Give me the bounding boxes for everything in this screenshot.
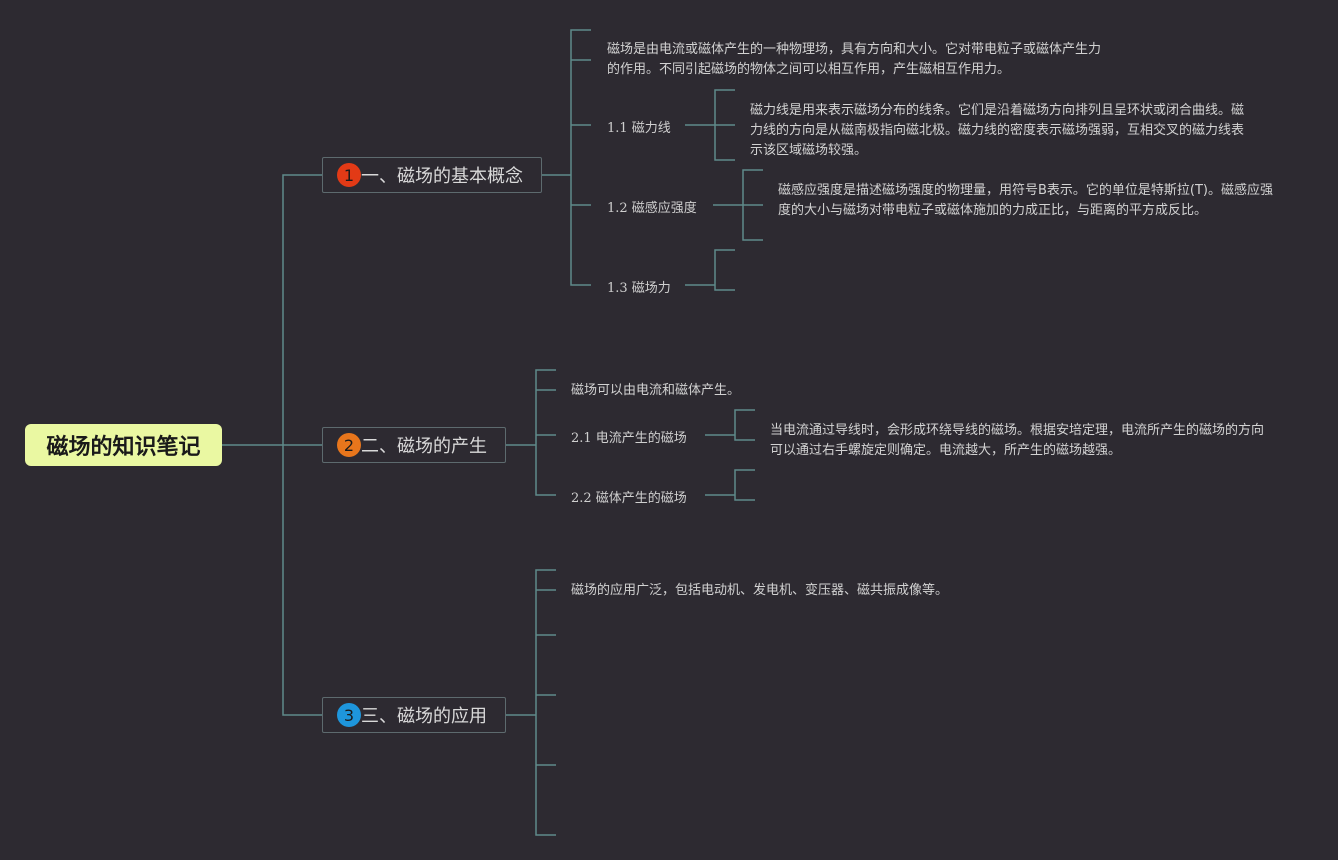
branch-node-basic-concepts[interactable]: 1 一、磁场的基本概念 [322, 157, 542, 193]
branch-label: 二、磁场的产生 [361, 436, 487, 457]
branch-label: 一、磁场的基本概念 [361, 166, 523, 187]
topic-magnetic-lines-text: 磁力线是用来表示磁场分布的线条。它们是沿着磁场方向排列且呈环状或闭合曲线。磁力线… [750, 103, 1245, 158]
connector-b1-bracket [570, 29, 591, 286]
connector-b2-bracket [535, 369, 556, 496]
connector-t22-bracket [734, 469, 755, 501]
branch-number-badge: 1 [337, 163, 361, 187]
connector-t21-bracket [734, 409, 755, 441]
topic-node-magnetic-lines[interactable]: 1.1 磁力线 [607, 121, 671, 136]
root-node[interactable]: 磁场的知识笔记 [25, 424, 222, 466]
topic-node-magnetic-force[interactable]: 1.3 磁场力 [607, 281, 671, 296]
branch-1-intro: 磁场是由电流或磁体产生的一种物理场，具有方向和大小。它对带电粒子或磁体产生力的作… [607, 42, 1102, 77]
topic-node-flux-density[interactable]: 1.2 磁感应强度 [607, 201, 697, 216]
root-title: 磁场的知识笔记 [46, 435, 201, 460]
connector-b3-bracket [535, 569, 556, 836]
branch-node-applications[interactable]: 3 三、磁场的应用 [322, 697, 506, 733]
branch-node-generation[interactable]: 2 二、磁场的产生 [322, 427, 506, 463]
topic-current-field-text: 当电流通过导线时，会形成环绕导线的磁场。根据安培定理，电流所产生的磁场的方向可以… [770, 423, 1265, 458]
topic-flux-density-text: 磁感应强度是描述磁场强度的物理量，用符号B表示。它的单位是特斯拉(T)。磁感应强… [778, 183, 1274, 218]
branch-3-intro: 磁场的应用广泛，包括电动机、发电机、变压器、磁共振成像等。 [571, 583, 949, 598]
topic-node-current-field[interactable]: 2.1 电流产生的磁场 [571, 431, 687, 446]
connector-t13-bracket [714, 249, 735, 291]
branch-2-intro: 磁场可以由电流和磁体产生。 [571, 383, 741, 398]
topic-node-magnet-field[interactable]: 2.2 磁体产生的磁场 [571, 491, 687, 506]
branch-label: 三、磁场的应用 [361, 706, 487, 727]
branch-number-badge: 2 [337, 433, 361, 457]
branch-number-badge: 3 [337, 703, 361, 727]
